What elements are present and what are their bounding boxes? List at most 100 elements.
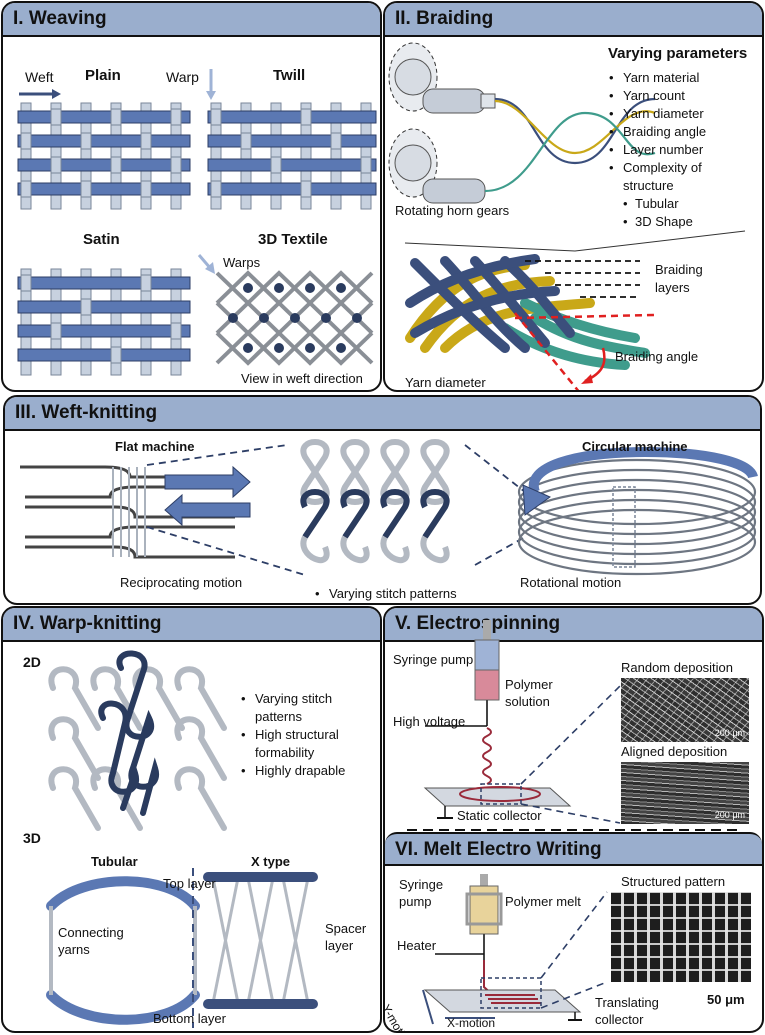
left-arrow <box>164 493 251 527</box>
twill-weave <box>207 102 377 210</box>
panel-title: IV. Warp-knitting <box>13 613 162 634</box>
voltage-label: High voltage <box>393 714 466 729</box>
fiber-deposit <box>459 786 541 802</box>
structured-pattern-image <box>611 892 751 982</box>
panel-header: V. Electrospinning <box>385 608 762 642</box>
pattern-label: Structured pattern <box>621 874 726 889</box>
zoom-lines <box>540 891 608 1009</box>
horn-gears <box>388 42 496 204</box>
gears-label: Rotating horn gears <box>395 203 510 218</box>
sample-box <box>480 977 542 1009</box>
electrospinning-illustrations <box>407 620 743 831</box>
circular-machine-label: Circular machine <box>582 439 688 454</box>
stitch-pattern <box>300 439 450 564</box>
param-item: Yarn material <box>607 69 733 87</box>
label-3d: 3D <box>23 830 41 846</box>
warp-bullet: Varying stitch patterns <box>239 690 369 726</box>
weft-label: Weft <box>25 69 54 85</box>
panel-header: VI. Melt Electro Writing <box>385 832 762 866</box>
panel-title: I. Weaving <box>13 8 107 29</box>
panel-electrospinning: V. Electrospinning Syringe pump Polymer … <box>383 606 764 1033</box>
warp-bullets: Varying stitch patterns High structural … <box>239 690 369 780</box>
melt-label: Polymer melt <box>505 894 581 909</box>
warp-bullet: High structural formability <box>239 726 369 762</box>
sub-param-item: 3D Shape <box>607 213 733 231</box>
bottom-layer-label: Bottom layer <box>153 1011 226 1026</box>
braid-3d <box>405 254 650 370</box>
written-pattern <box>485 994 541 1004</box>
mew-scale-label: 50 μm <box>707 992 745 1007</box>
zoom-lines <box>520 685 621 824</box>
mew-illustrations <box>422 874 608 1025</box>
rotation-arrow <box>528 446 758 494</box>
stitch-item: Varying stitch patterns <box>313 585 457 603</box>
zoom-lines <box>404 230 746 252</box>
panel-title: II. Braiding <box>395 8 494 29</box>
plain-label: Plain <box>85 67 121 84</box>
sub-param-item: Tubular <box>607 195 733 213</box>
syringe <box>474 620 500 726</box>
warp-bullet: Highly drapable <box>239 762 369 780</box>
translating-label: Translating collector <box>595 995 659 1027</box>
heater-label: Heater <box>397 938 437 953</box>
rotation-arrowhead <box>522 484 551 516</box>
panel-warp-knitting: IV. Warp-knitting 2D Varying sti <box>1 606 382 1033</box>
mew-syringe <box>465 874 503 960</box>
aligned-deposition-image: 200 μm <box>621 762 749 824</box>
panel-header: I. Weaving <box>3 3 380 37</box>
reciprocating-label: Reciprocating motion <box>120 575 243 590</box>
weft-arrowhead <box>52 89 61 99</box>
panel-title: V. Electrospinning <box>395 613 561 634</box>
polymer-label: Polymer solution <box>505 677 553 709</box>
random-deposition-image: 200 μm <box>621 678 749 742</box>
xtype-label: X type <box>251 854 291 869</box>
weft-knitting-illustrations <box>20 439 758 576</box>
param-item: Yarn count <box>607 87 733 105</box>
scale-bar-2: 200 μm <box>714 810 745 820</box>
zoom-lines <box>146 444 526 576</box>
fiber-jet <box>482 727 492 785</box>
panel-weaving: I. Weaving <box>1 1 382 392</box>
panel-header: IV. Warp-knitting <box>3 608 380 642</box>
panel-weft-knitting: III. Weft-knitting <box>3 395 762 605</box>
warp-arrowhead <box>206 91 216 100</box>
param-item: Layer number <box>607 141 733 159</box>
right-arrow <box>164 465 251 499</box>
panel-title: III. Weft-knitting <box>15 402 158 423</box>
top-layer-label: Top layer <box>163 876 216 891</box>
params-title: Varying parameters <box>608 45 748 62</box>
param-item: Braiding angle <box>607 123 733 141</box>
angle-label: Braiding angle <box>615 349 699 364</box>
stitch-zone <box>612 486 636 568</box>
view-label: View in weft direction <box>241 371 363 386</box>
params-list: Yarn material Yarn count Yarn diameter B… <box>607 69 733 231</box>
layer-guide-lines <box>525 260 640 298</box>
sample-box <box>480 783 522 805</box>
plain-weave <box>17 102 191 210</box>
collector-label: Static collector <box>457 808 542 823</box>
satin-weave <box>17 268 191 376</box>
param-item: Yarn diameter <box>607 105 733 123</box>
satin-label: Satin <box>83 231 120 248</box>
panel-header: III. Weft-knitting <box>5 397 760 431</box>
param-item: Complexity of structure <box>607 159 733 195</box>
panel-title: VI. Melt Electro Writing <box>395 839 602 860</box>
panel-header: II. Braiding <box>385 3 762 37</box>
circular-machine <box>517 458 757 576</box>
y-motion-arrow <box>422 989 434 1025</box>
diameter-label: Yarn diameter <box>405 375 486 390</box>
flat-machine-label: Flat machine <box>115 439 195 454</box>
weft-dots <box>228 283 362 353</box>
warp-label: Warp <box>166 69 199 85</box>
warps-label: Warps <box>223 255 261 270</box>
warp-knitting-illustrations <box>46 650 318 1028</box>
scale-bar-1: 200 μm <box>714 728 745 738</box>
aligned-label: Aligned deposition <box>621 744 728 759</box>
flat-machine-stitches <box>112 467 146 557</box>
layers-label: Braiding layers <box>655 262 703 295</box>
mew-syringe-label: Syringe pump <box>399 877 444 909</box>
x-motion-label: X-motion <box>447 1016 496 1030</box>
panel-mew: VI. Melt Electro Writing <box>385 832 762 1031</box>
twill-label: Twill <box>273 67 306 84</box>
static-collector <box>423 787 572 807</box>
